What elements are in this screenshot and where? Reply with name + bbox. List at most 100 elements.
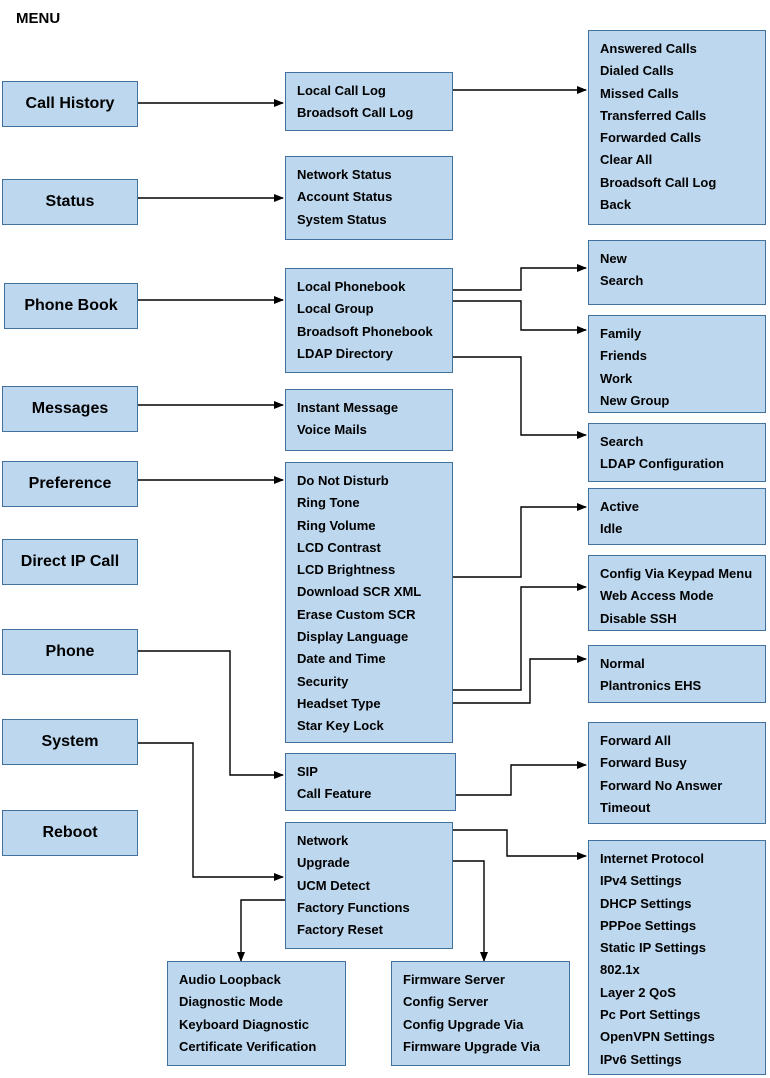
item-instant-message[interactable]: Instant Message [297,400,399,415]
item-normal[interactable]: Normal [600,656,645,671]
item-ring-tone[interactable]: Ring Tone [297,495,360,511]
item-idle[interactable]: Idle [600,521,623,537]
item-local-group[interactable]: Local Group [297,301,374,317]
preference-submenu: Do Not Disturb Ring Tone Ring Volume LCD… [285,462,453,743]
item-broadsoft-call-log[interactable]: Broadsoft Call Log [297,105,414,121]
item-upgrade[interactable]: Upgrade [297,855,350,871]
call-log-options: Answered Calls Dialed Calls Missed Calls… [588,30,766,225]
item-factory-reset[interactable]: Factory Reset [297,922,383,938]
item-ring-volume[interactable]: Ring Volume [297,517,376,533]
item-layer-2-qos[interactable]: Layer 2 QoS [600,984,676,1000]
item-plantronics-ehs[interactable]: Plantronics EHS [600,678,702,694]
arrow-upgrade [453,860,488,962]
menu-phone[interactable]: Phone [2,629,138,675]
item-pc-port-settings[interactable]: Pc Port Settings [600,1007,701,1023]
item-forward-no-answer[interactable]: Forward No Answer [600,777,723,793]
item-local-phonebook[interactable]: Local Phonebook [297,279,406,294]
item-work[interactable]: Work [600,370,633,386]
item-voice-mails[interactable]: Voice Mails [297,422,367,438]
item-security[interactable]: Security [297,673,349,689]
item-dhcp-settings[interactable]: DHCP Settings [600,895,692,911]
item-new-group[interactable]: New Group [600,392,670,408]
item-friends[interactable]: Friends [600,348,647,364]
item-sip[interactable]: SIP [297,764,318,779]
item-forward-busy[interactable]: Forward Busy [600,755,687,771]
item-transferred-calls[interactable]: Transferred Calls [600,107,707,123]
status-submenu: Network Status Account Status System Sta… [285,156,453,240]
item-family[interactable]: Family [600,326,642,341]
menu-label: Reboot [42,824,98,841]
item-answered-calls[interactable]: Answered Calls [600,41,697,56]
item-pppoe-settings[interactable]: PPPoe Settings [600,917,697,933]
item-audio-loopback[interactable]: Audio Loopback [179,972,281,987]
item-missed-calls[interactable]: Missed Calls [600,85,679,101]
active-idle-options: Active Idle [588,488,766,545]
menu-messages[interactable]: Messages [2,386,138,432]
item-search[interactable]: Search [600,273,644,289]
upgrade-options: Firmware Server Config Server Config Upg… [391,961,570,1066]
item-ucm-detect[interactable]: UCM Detect [297,877,370,893]
menu-phone-book[interactable]: Phone Book [4,283,138,329]
menu-label: System [41,733,99,750]
item-disable-ssh[interactable]: Disable SSH [600,610,677,626]
arrow-lcd [453,503,587,578]
item-firmware-upgrade-via[interactable]: Firmware Upgrade Via [403,1038,541,1054]
item-back[interactable]: Back [600,197,632,213]
item-account-status[interactable]: Account Status [297,189,393,205]
item-internet-protocol[interactable]: Internet Protocol [600,851,705,866]
item-ldap-directory[interactable]: LDAP Directory [297,345,393,361]
item-date-and-time[interactable]: Date and Time [297,651,386,667]
item-star-key-lock[interactable]: Star Key Lock [297,718,384,734]
item-broadsoft-phonebook[interactable]: Broadsoft Phonebook [297,323,433,339]
menu-label: Status [45,193,95,210]
item-config-upgrade-via[interactable]: Config Upgrade Via [403,1016,524,1032]
item-network-status[interactable]: Network Status [297,167,392,182]
item-headset-type[interactable]: Headset Type [297,695,381,711]
menu-reboot[interactable]: Reboot [2,810,138,856]
item-certificate-verification[interactable]: Certificate Verification [179,1038,317,1054]
messages-submenu: Instant Message Voice Mails [285,389,453,451]
item-broadsoft-call-log-option[interactable]: Broadsoft Call Log [600,174,717,190]
item-openvpn-settings[interactable]: OpenVPN Settings [600,1029,715,1045]
item-diagnostic-mode[interactable]: Diagnostic Mode [179,994,284,1010]
item-do-not-disturb[interactable]: Do Not Disturb [297,473,389,488]
network-options: Internet Protocol IPv4 Settings DHCP Set… [588,840,766,1075]
item-forward-all[interactable]: Forward All [600,733,672,748]
item-erase-custom-scr[interactable]: Erase Custom SCR [297,606,416,622]
menu-direct-ip-call[interactable]: Direct IP Call [2,539,138,585]
item-8021x[interactable]: 802.1x [600,962,640,978]
phonebook-options: New Search [588,240,766,305]
phone-book-submenu: Local Phonebook Local Group Broadsoft Ph… [285,268,453,373]
item-factory-functions[interactable]: Factory Functions [297,899,410,915]
item-web-access-mode[interactable]: Web Access Mode [600,588,714,604]
item-ldap-configuration[interactable]: LDAP Configuration [600,456,724,472]
item-network[interactable]: Network [297,833,349,848]
item-dialed-calls[interactable]: Dialed Calls [600,63,674,79]
item-local-call-log[interactable]: Local Call Log [297,83,386,98]
item-ipv6-settings[interactable]: IPv6 Settings [600,1051,682,1067]
item-clear-all[interactable]: Clear All [600,152,653,168]
menu-system[interactable]: System [2,719,138,765]
arrow-ldap [453,356,587,439]
item-display-language[interactable]: Display Language [297,629,409,645]
item-keyboard-diagnostic[interactable]: Keyboard Diagnostic [179,1016,310,1032]
menu-status[interactable]: Status [2,179,138,225]
item-config-server[interactable]: Config Server [403,994,489,1010]
item-new[interactable]: New [600,251,627,266]
item-ldap-search[interactable]: Search [600,434,644,449]
menu-preference[interactable]: Preference [2,461,138,507]
item-config-via-keypad-menu[interactable]: Config Via Keypad Menu [600,566,753,581]
ldap-options: Search LDAP Configuration [588,423,766,482]
item-static-ip-settings[interactable]: Static IP Settings [600,940,706,956]
item-ipv4-settings[interactable]: IPv4 Settings [600,873,682,889]
item-firmware-server[interactable]: Firmware Server [403,972,505,987]
menu-call-history[interactable]: Call History [2,81,138,127]
item-lcd-contrast[interactable]: LCD Contrast [297,539,381,555]
item-active[interactable]: Active [600,499,640,514]
item-timeout[interactable]: Timeout [600,799,651,815]
item-lcd-brightness[interactable]: LCD Brightness [297,562,396,578]
item-system-status[interactable]: System Status [297,211,387,227]
item-download-scr-xml[interactable]: Download SCR XML [297,584,422,600]
item-forwarded-calls[interactable]: Forwarded Calls [600,130,702,146]
item-call-feature[interactable]: Call Feature [297,786,372,802]
